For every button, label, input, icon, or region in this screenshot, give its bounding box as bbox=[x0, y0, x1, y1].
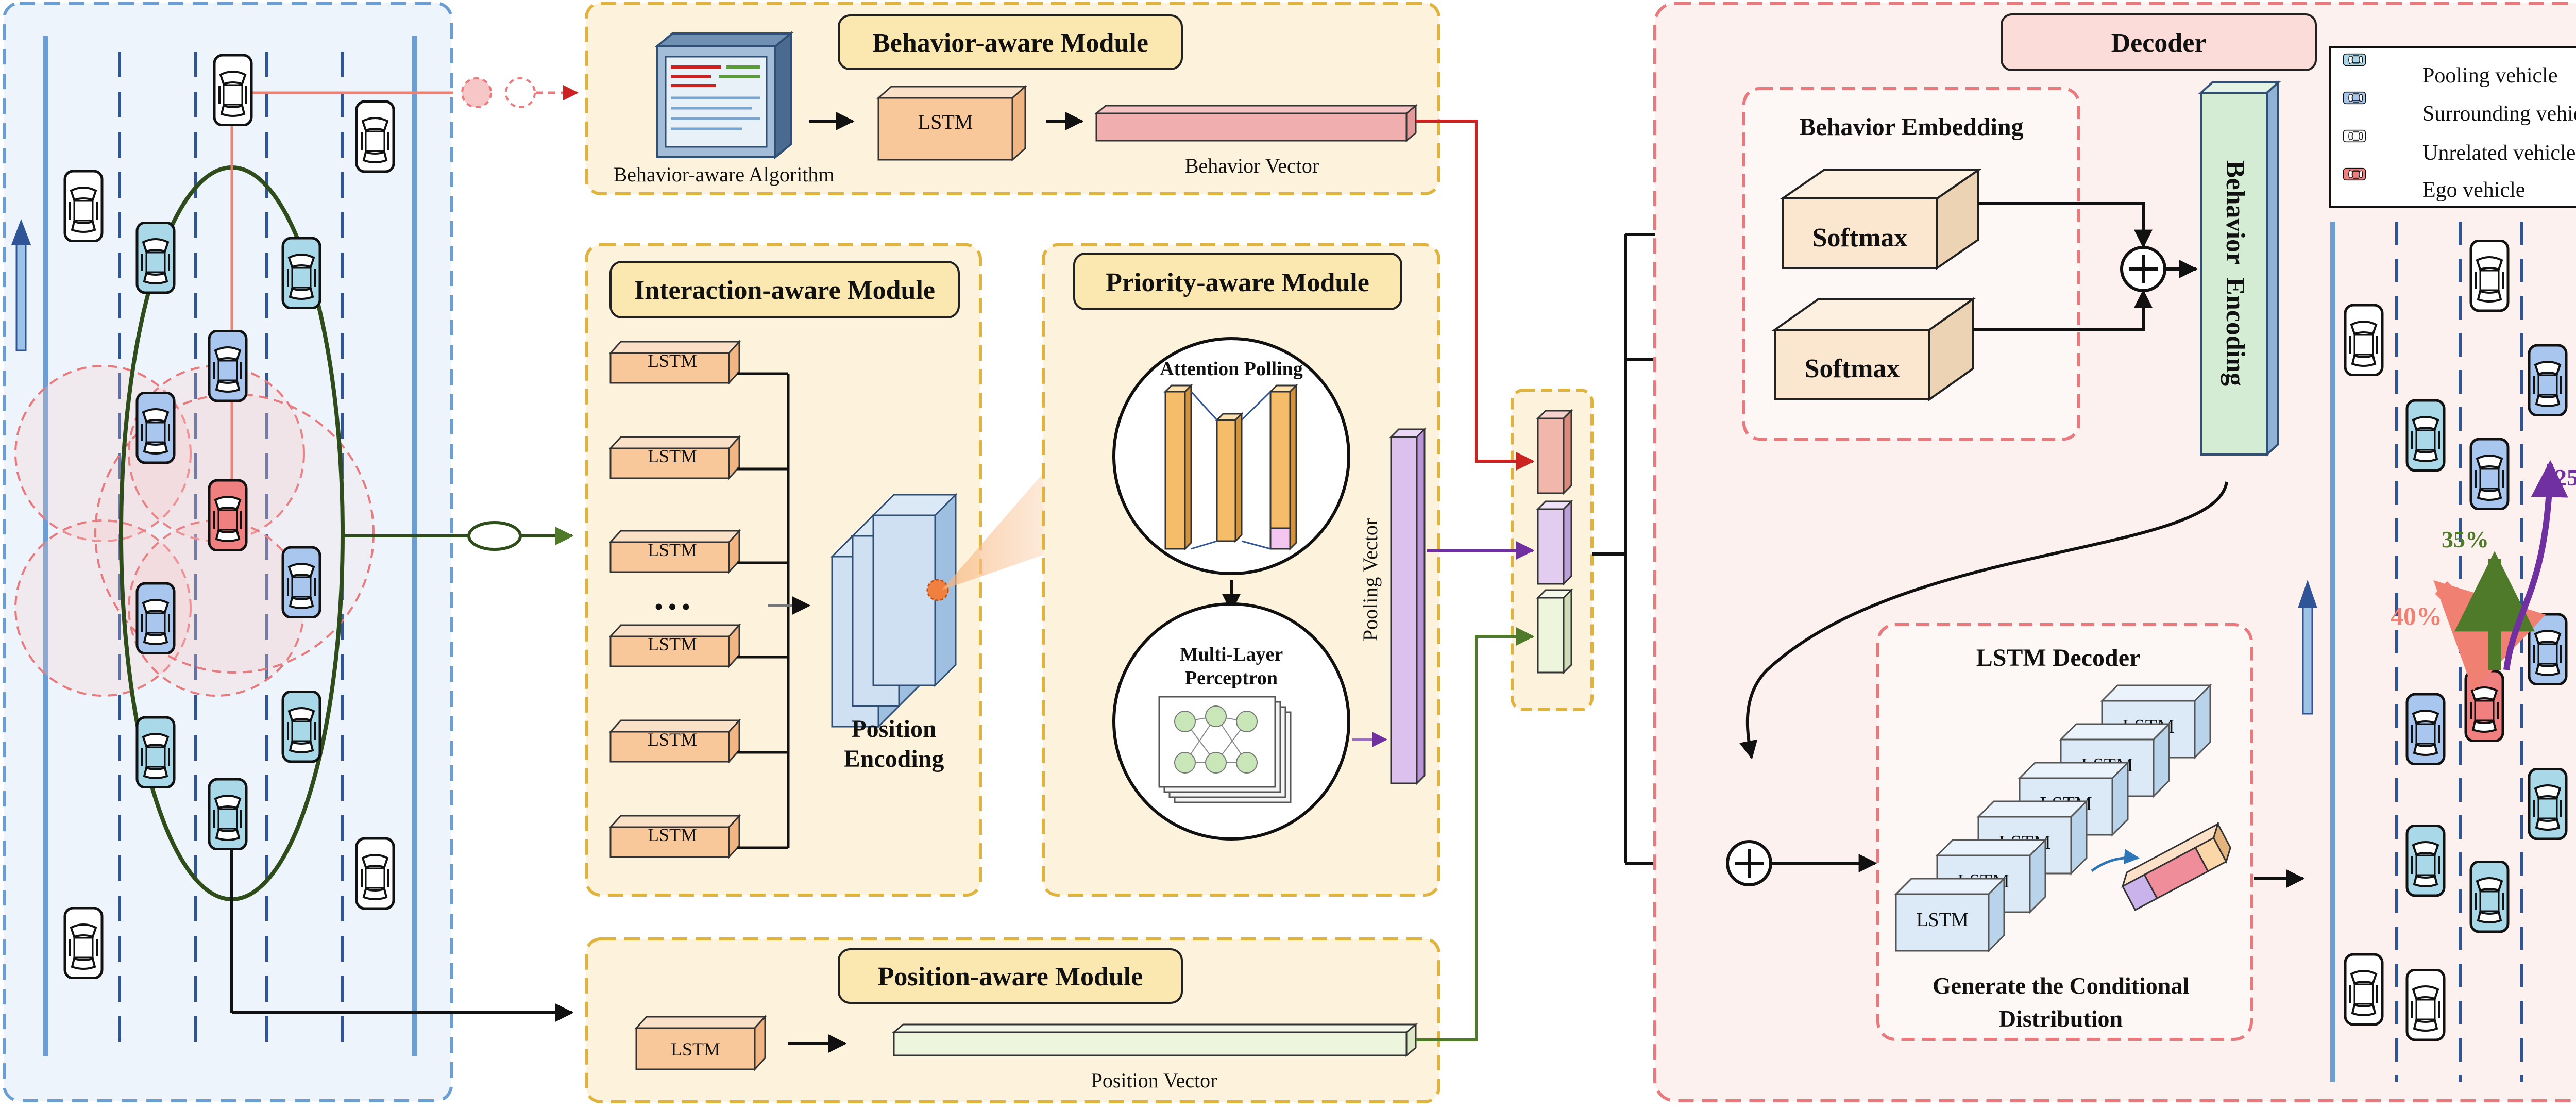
position-aware-module: Position-aware Module LSTM Position Vect… bbox=[585, 937, 1440, 1103]
position-module-title: Position-aware Module bbox=[878, 962, 1143, 992]
interaction-module-title: Interaction-aware Module bbox=[634, 276, 935, 305]
softmax-block-1: Softmax bbox=[1779, 168, 1982, 270]
pooling-car bbox=[137, 223, 174, 293]
pred-unrelated-car bbox=[2345, 954, 2382, 1024]
unrelated-car bbox=[357, 838, 394, 909]
legend-label-unrelated: Unrelated vehicle bbox=[2422, 141, 2575, 165]
prob-right: 25% bbox=[2555, 464, 2576, 491]
position-lstm-label: LSTM bbox=[671, 1039, 720, 1060]
algorithm-icon bbox=[654, 31, 794, 160]
pred-surrounding-car bbox=[2529, 614, 2566, 684]
position-encoding-label-1: Position bbox=[851, 715, 936, 743]
unrelated-car bbox=[65, 171, 102, 241]
attention-bars bbox=[1163, 383, 1298, 551]
surrounding-car bbox=[137, 393, 174, 463]
mlp-label-2: Perceptron bbox=[1185, 667, 1278, 689]
legend-label-pooling: Pooling vehicle bbox=[2422, 64, 2557, 88]
priority-module-title: Priority-aware Module bbox=[1106, 268, 1369, 297]
position-vector-label: Position Vector bbox=[1091, 1069, 1217, 1092]
softmax-label-1: Softmax bbox=[1812, 223, 1908, 253]
pred-pooling-car bbox=[2407, 400, 2444, 471]
position-vector bbox=[891, 1022, 1418, 1057]
pred-pooling-car bbox=[2471, 862, 2508, 932]
pooling-vector bbox=[1389, 427, 1427, 785]
softmax-label-2: Softmax bbox=[1805, 354, 1900, 383]
pooling-car bbox=[137, 717, 174, 787]
pred-unrelated-car bbox=[2345, 305, 2382, 375]
legend-surrounding-icon bbox=[2344, 92, 2366, 104]
legend: Pooling vehicle Surrounding vehicle Unre… bbox=[2329, 46, 2576, 208]
pred-pooling-car bbox=[2407, 826, 2444, 896]
unrelated-car bbox=[357, 102, 394, 172]
prob-left: 40% bbox=[2391, 601, 2442, 630]
interaction-lstm-6: LSTM bbox=[648, 825, 697, 845]
behavior-lstm-block: LSTM bbox=[876, 85, 1027, 162]
pred-unrelated-car bbox=[2471, 241, 2508, 311]
pooling-car bbox=[283, 692, 320, 762]
pred-ego-car bbox=[2466, 671, 2503, 741]
prob-straight: 35% bbox=[2442, 526, 2489, 552]
interaction-lstm-4: LSTM bbox=[648, 634, 697, 654]
position-connector bbox=[1416, 627, 1535, 1041]
surrounding-car bbox=[209, 331, 246, 401]
behavior-connector bbox=[1416, 120, 1535, 471]
interaction-ellipsis: • • • bbox=[655, 594, 690, 619]
interaction-lstm-3: LSTM bbox=[648, 540, 697, 560]
pred-surrounding-car bbox=[2407, 694, 2444, 764]
behavior-lstm-label: LSTM bbox=[918, 110, 973, 133]
lstm-decoder-title: LSTM Decoder bbox=[1976, 644, 2141, 671]
prediction-road: 40% 35% 25% bbox=[2298, 222, 2576, 1082]
behavior-encoding-label: Behavior Encoding bbox=[2221, 160, 2250, 386]
sum-node-1 bbox=[2120, 246, 2166, 292]
legend-unrelated-icon bbox=[2344, 130, 2366, 142]
trajectory-right bbox=[2503, 460, 2568, 670]
decoder-title: Decoder bbox=[2111, 28, 2207, 58]
ego-car bbox=[209, 480, 246, 550]
mlp-network-icon bbox=[1158, 696, 1292, 803]
decoder-lstm-1: LSTM bbox=[1916, 909, 1968, 931]
legend-pooling-icon bbox=[2344, 54, 2366, 66]
interaction-aware-module: Interaction-aware Module LSTM LSTM LSTM bbox=[585, 243, 982, 897]
pred-pooling-car bbox=[2529, 769, 2566, 839]
sum-node-2 bbox=[1726, 840, 1772, 886]
interaction-lstm-2: LSTM bbox=[648, 446, 697, 466]
legend-label-ego: Ego vehicle bbox=[2422, 178, 2525, 202]
surrounding-car bbox=[283, 547, 320, 617]
interaction-lstm-1: LSTM bbox=[648, 350, 697, 371]
pooling-vector-label: Pooling Vector bbox=[1359, 518, 1382, 641]
behavior-encoding-block: Behavior Encoding bbox=[2198, 80, 2281, 457]
pooling-car bbox=[209, 779, 246, 849]
attention-polling-label: Attention Polling bbox=[1160, 358, 1303, 380]
distribution-caption-2: Distribution bbox=[1999, 1005, 2123, 1032]
position-encoding-block bbox=[830, 493, 958, 729]
decoder-lstm-stack: LSTM LSTM LSTM LSTM bbox=[1894, 683, 2212, 953]
behavior-algorithm-label: Behavior-aware Algorithm bbox=[613, 163, 834, 186]
pooling-car bbox=[283, 238, 320, 308]
behavior-vector bbox=[1094, 104, 1418, 143]
legend-label-surrounding: Surrounding vehicle bbox=[2422, 102, 2576, 126]
unrelated-car bbox=[65, 908, 102, 978]
position-encoding-label-2: Encoding bbox=[844, 745, 944, 772]
interaction-lstm-stack: LSTM LSTM LSTM • • • LSTM bbox=[608, 340, 741, 859]
decoder: Decoder Behavior Embedding Softmax Softm… bbox=[1653, 2, 2576, 1102]
behavior-module-title: Behavior-aware Module bbox=[872, 28, 1148, 58]
mlp-label-1: Multi-Layer bbox=[1180, 644, 1283, 665]
behavior-vector-label: Behavior Vector bbox=[1185, 154, 1319, 177]
behavior-embedding-title: Behavior Embedding bbox=[1799, 113, 2023, 141]
behavior-aware-module: Behavior-aware Module Behavior-aware Alg… bbox=[585, 2, 1440, 195]
legend-ego-icon bbox=[2344, 169, 2366, 180]
pred-unrelated-car bbox=[2407, 970, 2444, 1040]
pred-surrounding-car bbox=[2471, 439, 2508, 509]
priority-aware-module: Priority-aware Module Attention Polling … bbox=[1042, 243, 1440, 897]
road-scene bbox=[3, 2, 579, 1102]
interaction-lstm-5: LSTM bbox=[648, 729, 697, 750]
unrelated-car bbox=[214, 55, 251, 125]
pred-surrounding-car bbox=[2529, 345, 2566, 415]
distribution-caption-1: Generate the Conditional bbox=[1933, 972, 2189, 999]
surrounding-car bbox=[137, 583, 174, 653]
softmax-block-2: Softmax bbox=[1771, 297, 1977, 401]
position-lstm-block: LSTM bbox=[634, 1015, 767, 1071]
distribution-vector bbox=[2121, 822, 2231, 911]
